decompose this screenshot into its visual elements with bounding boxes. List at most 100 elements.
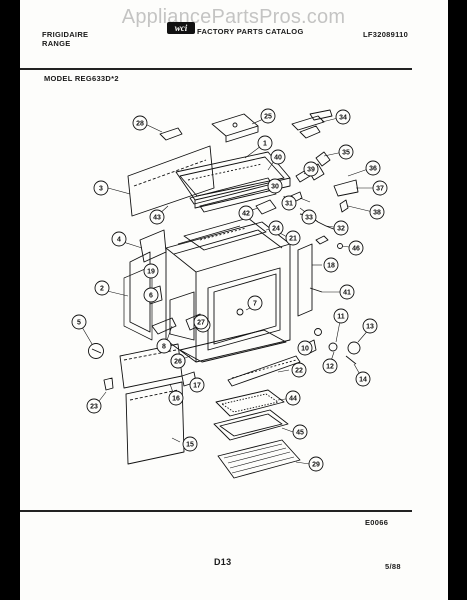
footer-rule bbox=[20, 510, 412, 512]
page-code: D13 bbox=[214, 557, 232, 567]
callout-circle-29 bbox=[308, 456, 324, 472]
callout-circle-35 bbox=[338, 144, 354, 160]
oven-rack bbox=[217, 439, 301, 479]
drawing-date: 5/88 bbox=[385, 562, 401, 571]
callout-label-22: 22 bbox=[295, 368, 303, 375]
callout-label-46: 46 bbox=[352, 246, 360, 253]
callout-circle-3 bbox=[93, 180, 109, 196]
callout-label-19: 19 bbox=[147, 269, 155, 276]
callout-circle-34 bbox=[335, 109, 351, 125]
callout-label-25: 25 bbox=[264, 114, 272, 121]
callout-circle-44 bbox=[285, 390, 301, 406]
callout-circle-2 bbox=[94, 280, 110, 296]
callout-circle-8 bbox=[156, 338, 172, 354]
callout-circle-22 bbox=[291, 362, 307, 378]
callout-label-27: 27 bbox=[197, 320, 205, 327]
callout-circle-17 bbox=[189, 377, 205, 393]
callout-circle-6 bbox=[143, 287, 159, 303]
callout-label-17: 17 bbox=[193, 383, 201, 390]
callout-circle-43 bbox=[149, 209, 165, 225]
callout-label-21: 21 bbox=[289, 236, 297, 243]
callout-label-33: 33 bbox=[305, 215, 313, 222]
callout-label-6: 6 bbox=[149, 293, 153, 300]
callout-label-11: 11 bbox=[337, 314, 345, 321]
callout-label-1: 1 bbox=[263, 141, 267, 148]
switch-parts bbox=[315, 151, 331, 167]
callout-circle-37 bbox=[372, 180, 388, 196]
callout-circle-16 bbox=[168, 390, 184, 406]
callout-circle-26 bbox=[170, 353, 186, 369]
callout-label-10: 10 bbox=[301, 346, 309, 353]
callout-label-34: 34 bbox=[339, 115, 347, 122]
callout-label-30: 30 bbox=[271, 184, 279, 191]
callout-circle-18 bbox=[323, 257, 339, 273]
callout-label-43: 43 bbox=[153, 215, 161, 222]
callout-label-8: 8 bbox=[162, 344, 166, 351]
brand-line-1: FRIGIDAIRE bbox=[42, 30, 89, 39]
catalog-number: LF32089110 bbox=[363, 30, 409, 39]
callout-label-40: 40 bbox=[274, 155, 282, 162]
callout-label-23: 23 bbox=[90, 404, 98, 411]
catalog-title: FACTORY PARTS CATALOG bbox=[197, 27, 304, 36]
badge bbox=[88, 343, 104, 359]
callout-circle-41 bbox=[339, 284, 355, 300]
callout-circle-39 bbox=[303, 161, 319, 177]
rail bbox=[227, 355, 301, 387]
callout-label-4: 4 bbox=[117, 237, 121, 244]
callout-circle-32 bbox=[333, 220, 349, 236]
callout-circle-10 bbox=[297, 340, 313, 356]
callout-circle-14 bbox=[355, 371, 371, 387]
callout-label-38: 38 bbox=[373, 210, 381, 217]
callout-circle-5 bbox=[71, 314, 87, 330]
callout-label-24: 24 bbox=[272, 226, 280, 233]
callout-label-44: 44 bbox=[289, 396, 297, 403]
brand-title: FRIGIDAIRE RANGE bbox=[42, 30, 88, 48]
callout-circle-38 bbox=[369, 204, 385, 220]
back-panel bbox=[127, 145, 215, 217]
header-rule bbox=[20, 68, 412, 70]
brand-line-2: RANGE bbox=[42, 39, 71, 48]
callout-label-37: 37 bbox=[376, 186, 384, 193]
callout-label-16: 16 bbox=[172, 396, 180, 403]
callout-label-14: 14 bbox=[359, 377, 367, 384]
callout-label-28: 28 bbox=[136, 121, 144, 128]
callout-circle-13 bbox=[362, 318, 378, 334]
callout-label-36: 36 bbox=[369, 166, 377, 173]
callout-label-18: 18 bbox=[327, 263, 335, 270]
callout-label-35: 35 bbox=[342, 150, 350, 157]
callout-circle-21 bbox=[285, 230, 301, 246]
callout-circle-31 bbox=[281, 195, 297, 211]
callout-circle-12 bbox=[322, 358, 338, 374]
oven-door bbox=[125, 381, 185, 465]
cover-plate bbox=[211, 113, 259, 137]
broiler-pan bbox=[215, 389, 285, 417]
callout-circle-27 bbox=[193, 314, 209, 330]
callout-circle-7 bbox=[247, 295, 263, 311]
callout-circle-4 bbox=[111, 231, 127, 247]
side-panel-right bbox=[297, 243, 313, 317]
callout-label-39: 39 bbox=[307, 167, 315, 174]
callout-label-3: 3 bbox=[99, 186, 103, 193]
callout-label-5: 5 bbox=[77, 320, 81, 327]
callout-label-41: 41 bbox=[343, 290, 351, 297]
side-panel-left bbox=[129, 251, 151, 333]
callout-label-12: 12 bbox=[326, 364, 334, 371]
callout-label-26: 26 bbox=[174, 359, 182, 366]
callout-circle-25 bbox=[260, 108, 276, 124]
callout-label-42: 42 bbox=[242, 211, 250, 218]
control-knob bbox=[255, 199, 277, 215]
wci-logo-icon: wci bbox=[167, 22, 195, 34]
callout-circle-40 bbox=[270, 149, 286, 165]
callout-circle-28 bbox=[132, 115, 148, 131]
parts-diagram-sheet bbox=[20, 0, 448, 600]
callout-circle-11 bbox=[333, 308, 349, 324]
callout-circle-42 bbox=[238, 205, 254, 221]
callout-circle-19 bbox=[143, 263, 159, 279]
igniter-parts bbox=[291, 115, 325, 131]
callout-label-29: 29 bbox=[312, 462, 320, 469]
callout-label-7: 7 bbox=[253, 301, 257, 308]
callout-label-15: 15 bbox=[186, 442, 194, 449]
callout-circle-15 bbox=[182, 436, 198, 452]
oven-cavity bbox=[207, 267, 281, 351]
